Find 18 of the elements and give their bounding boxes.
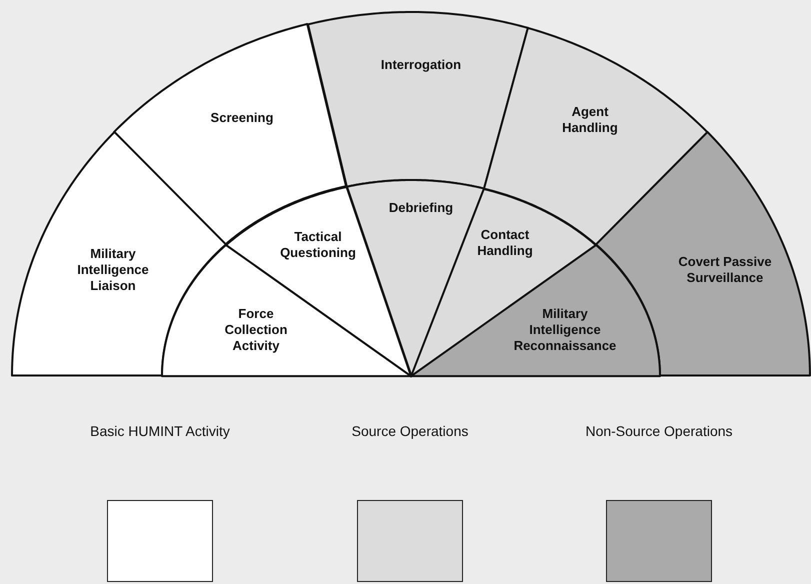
sector-label: Military Intelligence Reconnaissance bbox=[512, 306, 618, 354]
ring-sector bbox=[308, 12, 528, 189]
sector-label: Covert Passive Surveillance bbox=[677, 254, 773, 286]
ring-sector bbox=[114, 24, 347, 245]
ring-sector bbox=[12, 132, 226, 376]
sector-label: Force Collection Activity bbox=[224, 306, 288, 354]
legend-label: Non-Source Operations bbox=[584, 422, 734, 440]
sector-label: Debriefing bbox=[388, 200, 454, 216]
inner-sector bbox=[411, 244, 660, 376]
inner-sector bbox=[162, 244, 411, 376]
legend-label: Basic HUMINT Activity bbox=[89, 422, 231, 440]
sector-label: Screening bbox=[210, 110, 274, 126]
legend-label: Source Operations bbox=[350, 422, 470, 440]
sector-label: Interrogation bbox=[380, 56, 462, 73]
sector-label: Contact Handling bbox=[476, 226, 534, 259]
sector-label: Tactical Questioning bbox=[279, 228, 357, 261]
sector-label: Military Intelligence Liaison bbox=[76, 246, 150, 294]
sector-label: Agent Handling bbox=[561, 104, 619, 136]
